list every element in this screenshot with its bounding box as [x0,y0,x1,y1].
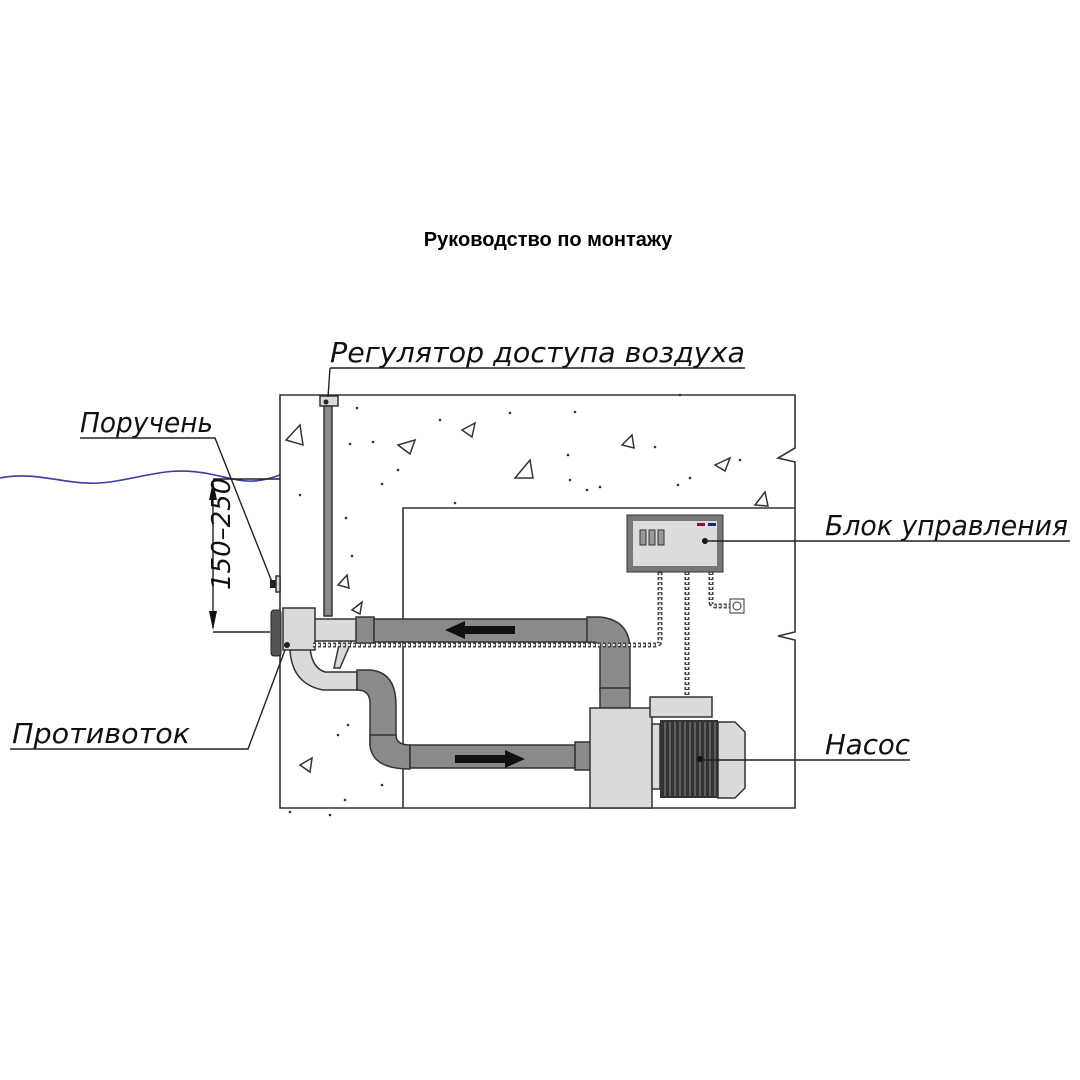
handrail [270,575,281,593]
air-regulator [319,395,339,617]
water-surface [0,470,281,484]
label-control-unit: Блок управления [705,509,1070,542]
depth-dimension: 150–250 [207,478,280,633]
pressure-pipe [312,616,631,709]
flow-arrow-right-icon [455,750,525,768]
label-counterflow: Противоток [10,649,286,750]
suction-pipe [289,647,592,771]
flow-arrow-left-icon [445,621,515,639]
cables [313,572,745,697]
concrete-wall [279,393,796,817]
label-air-regulator: Регулятор доступа воздуха [327,336,745,398]
pump-label: Насос [825,728,911,761]
control-unit-label: Блок управления [825,509,1068,542]
counterflow-unit [270,607,316,657]
label-handrail: Поручень [80,406,273,583]
pump [589,696,746,809]
dimension-label: 150–250 [207,478,237,590]
air-regulator-label: Регулятор доступа воздуха [330,336,745,369]
page-title: Руководство по монтажу [423,229,673,251]
label-pump: Насос [700,728,911,761]
handrail-label: Поручень [80,406,213,439]
counterflow-label: Противоток [12,717,190,750]
control-unit [626,514,724,573]
